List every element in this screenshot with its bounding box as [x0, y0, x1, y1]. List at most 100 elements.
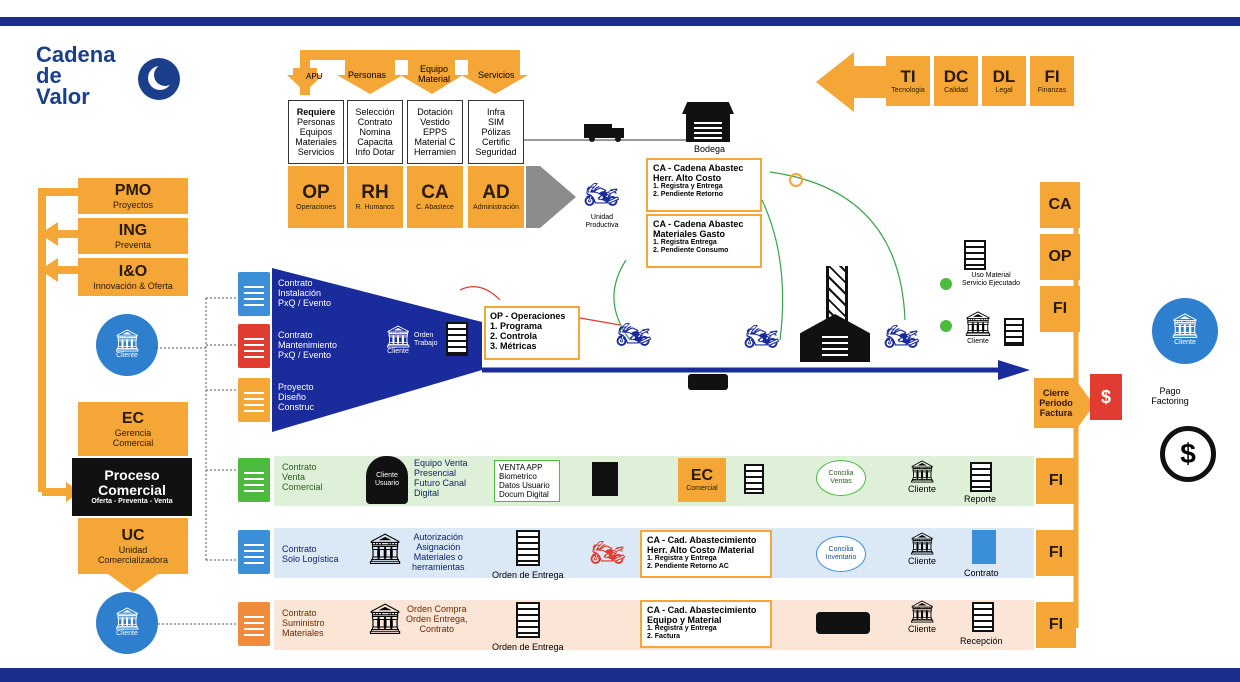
ca-suministro-box: CA - Cad. Abastecimiento Equipo y Materi… [640, 600, 772, 648]
fi-venta-block[interactable]: FI [1036, 458, 1076, 504]
label-personas: Personas [348, 70, 387, 80]
contract-logistica[interactable]: Contrato Solo Logística [282, 544, 339, 564]
uso-material-doc-icon [964, 240, 986, 270]
cliente-left-top[interactable]: 🏛 Cliente [96, 314, 158, 376]
bank-icon: 🏛 [962, 311, 994, 338]
motorbike-icon: 🏍 [584, 179, 620, 210]
cliente-left-bottom[interactable]: 🏛 Cliente [96, 592, 158, 654]
right-ca-block[interactable]: CA [1040, 182, 1080, 228]
ca-alto-costo-box: CA - Cadena Abastec Herr. Alto Costo 1. … [646, 158, 762, 212]
concilia-inventario-badge[interactable]: Concilia Inventario [816, 536, 866, 572]
ca-gasto-box: CA - Cadena Abastec Materiales Gasto 1. … [646, 214, 762, 268]
arrow-equipo [400, 60, 463, 94]
cliente-right[interactable]: 🏛 Cliente [1152, 298, 1218, 364]
orden-compra-label: Orden Compra Orden Entrega, Contrato [406, 604, 468, 634]
flow-curves [460, 171, 906, 341]
truck-icon [688, 374, 728, 390]
orden-entrega-label: Orden de Entrega [492, 642, 564, 652]
label-servicios: Servicios [478, 70, 515, 80]
cierre-periodo-block[interactable]: Cierre Periodo Factura [1034, 378, 1078, 428]
bank-icon: 🏛 [908, 599, 936, 624]
logistica-cliente: 🏛 Cliente [907, 531, 936, 567]
check-icon [940, 278, 952, 290]
logo-icon [138, 58, 180, 100]
contract-venta[interactable]: Contrato Venta Comercial [282, 462, 323, 492]
op-operaciones-box: OP - Operaciones 1. Programa 2. Controla… [484, 306, 580, 360]
venta-cliente: 🏛 Cliente [907, 459, 936, 495]
reporte-doc-icon [970, 462, 992, 492]
arrow-personas [337, 60, 403, 94]
right-cliente: 🏛 Cliente [962, 311, 994, 346]
checked-doc-icon [592, 462, 618, 496]
support-arrows [287, 50, 528, 95]
label-equipo: Equipo Material [417, 64, 450, 84]
orden-trabajo-doc-icon [446, 322, 468, 356]
doc-suministro-icon [238, 602, 270, 646]
arrow-servicios [461, 60, 528, 94]
bank-icon: 🏛 [384, 324, 412, 349]
arrow-apu [287, 68, 323, 92]
money-bag-icon: $ [1160, 426, 1216, 482]
rh-list: Selección Contrato Nomina Capacita Info … [347, 100, 403, 164]
dotted-connectors [156, 297, 236, 625]
bank-icon: 🏛 [1169, 313, 1201, 340]
bodega-label: Bodega [694, 144, 726, 154]
top-frame-bar [0, 0, 1240, 26]
right-fi-block[interactable]: FI [1040, 286, 1080, 332]
warehouse-icon [682, 102, 734, 142]
motorbike-icon: 🏍 [884, 321, 920, 352]
bank-icon: 🏛 [908, 531, 936, 556]
ad-list: Infra SIM Pólizas Certific Seguridad [468, 100, 524, 164]
invoice-icon: $ [1090, 374, 1122, 420]
doc-installation-icon [238, 272, 270, 316]
client-doc-icon [1004, 318, 1024, 346]
bank-icon: 🏛 [113, 328, 141, 353]
bank-icon: 🏛 [113, 606, 141, 631]
pago-factoring-label: Pago Factoring [1151, 386, 1189, 406]
doc-project-icon [238, 378, 270, 422]
contract-project-text: Proyecto Diseño Construc [278, 382, 315, 412]
cierre-arrow [1076, 380, 1094, 430]
requiere-box: Requiere Personas Equipos Materiales Ser… [288, 100, 344, 164]
proceso-comercial-block[interactable]: Proceso Comercial Oferta - Preventa - Ve… [72, 458, 192, 516]
bottom-frame-bar [0, 668, 1240, 682]
reporte-label: Reporte [964, 494, 997, 504]
doc-venta-icon [238, 458, 270, 502]
fi-suministro-block[interactable]: FI [1036, 602, 1076, 648]
check-icon [940, 320, 952, 332]
contract-maintenance-text: Contrato Mantenimiento PxQ / Evento [278, 330, 338, 360]
orden-trabajo-label: Orden Trabajo [414, 332, 438, 347]
concilia-ventas-badge[interactable]: Concilia Ventas [816, 460, 866, 496]
label-apu: APU [306, 72, 323, 81]
doc-maintenance-icon [238, 324, 270, 368]
orden-entrega-doc-icon [516, 602, 540, 638]
fi-logistica-block[interactable]: FI [1036, 530, 1076, 576]
right-op-block[interactable]: OP [1040, 234, 1080, 280]
bank-icon: 🏛 [366, 533, 405, 566]
funnel-cliente: 🏛 Cliente [384, 324, 412, 356]
motorbike-icon: 🏍 [616, 319, 652, 350]
ca-list: Dotación Vestido EPPS Material C Herrami… [407, 100, 463, 164]
contrato-doc-icon [972, 530, 996, 564]
bank-icon: 🏛 [366, 603, 405, 636]
uc-down-arrow [108, 574, 158, 592]
report-doc-icon [744, 464, 764, 494]
contract-suministro[interactable]: Contrato Suministro Materiales [282, 608, 325, 638]
